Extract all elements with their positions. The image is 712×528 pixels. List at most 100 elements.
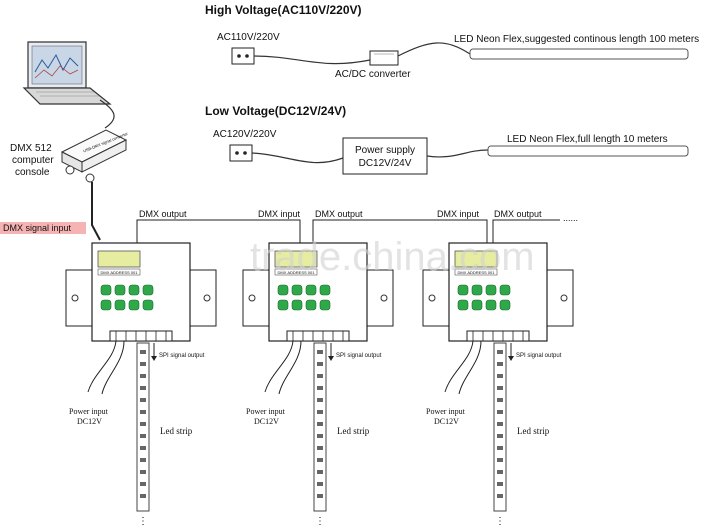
controller-button [457, 299, 469, 311]
controller-button [114, 299, 126, 311]
controller-flange-left [422, 269, 450, 327]
led-chip [140, 422, 146, 426]
controller-button [485, 284, 497, 296]
controller-button [319, 299, 331, 311]
console-label-line2: computer [12, 155, 54, 166]
controller-button [277, 299, 289, 311]
led-strip-label: Led strip [160, 426, 193, 436]
controller-button [128, 284, 140, 296]
spi-output-label: SPI signal output [516, 353, 562, 359]
led-chip [317, 470, 323, 474]
led-chip [140, 374, 146, 378]
led-chip [317, 482, 323, 486]
controller-button [471, 299, 483, 311]
led-chip [497, 350, 503, 354]
controller-lcd-text: DMX ADDRESS 001 [458, 270, 496, 275]
led-strip-continuation: ⋮ [495, 516, 505, 527]
console-label-line1: DMX 512 [10, 143, 52, 154]
dmx-signal-input-highlight [0, 222, 86, 234]
spi-output-label: SPI signal output [336, 353, 382, 359]
dmx-input-label-1: DMX input [258, 209, 301, 219]
spi-arrowhead-icon [508, 356, 514, 361]
controller-button [277, 284, 289, 296]
controller-flange-right [189, 269, 217, 327]
terminal-block [466, 330, 530, 342]
spi-output-label: SPI signal output [159, 353, 205, 359]
led-chip [317, 410, 323, 414]
led-chip [140, 470, 146, 474]
led-chip [497, 422, 503, 426]
led-chip [317, 422, 323, 426]
led-chip [497, 362, 503, 366]
power-voltage-label: DC12V [77, 417, 102, 426]
controller-button [291, 299, 303, 311]
dmx-output-ellipsis: ...... [563, 213, 578, 223]
led-chip [497, 458, 503, 462]
dmx-output-label-3: DMX output [494, 209, 542, 219]
dmx-input-label-2: DMX input [437, 209, 480, 219]
ac-plug-low-icon [229, 144, 253, 162]
controller-lcd [454, 250, 498, 268]
neon-flex-high-label: LED Neon Flex,suggested continous length… [454, 34, 699, 45]
controller-button [499, 284, 511, 296]
led-chip [140, 362, 146, 366]
usb-dmx-converter-icon [60, 129, 128, 183]
terminal-block [109, 330, 173, 342]
led-chip [317, 386, 323, 390]
power-input-label: Power input [426, 407, 466, 416]
led-chip [497, 494, 503, 498]
spi-arrowhead-icon [151, 356, 157, 361]
led-chip [317, 374, 323, 378]
power-wire [264, 340, 294, 393]
power-voltage-label: DC12V [434, 417, 459, 426]
led-chip [317, 434, 323, 438]
high-voltage-cable [253, 42, 471, 65]
ac-plug-icon [231, 47, 255, 65]
low-voltage-ac-label: AC120V/220V [213, 129, 277, 140]
led-chip [497, 386, 503, 390]
dmx-output-label-2: DMX output [315, 209, 363, 219]
power-wire [101, 340, 125, 395]
led-chip [140, 494, 146, 498]
controller-lcd-text: DMX ADDRESS 001 [278, 270, 316, 275]
led-chip [497, 398, 503, 402]
led-chip [317, 446, 323, 450]
mount-hole-icon [203, 294, 211, 302]
power-supply-line2: DC12V/24V [359, 158, 412, 169]
led-chip [140, 458, 146, 462]
power-wire [458, 340, 482, 395]
led-chip [317, 398, 323, 402]
high-voltage-ac-label: AC110V/220V [217, 32, 280, 43]
led-chip [140, 350, 146, 354]
controller-button [100, 299, 112, 311]
controller-button [291, 284, 303, 296]
controller-button [499, 299, 511, 311]
controller-button [319, 284, 331, 296]
power-supply-line1: Power supply [355, 145, 415, 156]
led-chip [140, 446, 146, 450]
power-input-label: Power input [69, 407, 109, 416]
controller-lcd-label-box [97, 268, 141, 276]
power-voltage-label: DC12V [254, 417, 279, 426]
laptop-icon [22, 41, 112, 105]
led-strip [313, 342, 327, 512]
controller-button [100, 284, 112, 296]
dmx-signal-input-label: DMX signal input [3, 223, 72, 233]
dmx-connection-lines [136, 219, 560, 243]
high-voltage-title: High Voltage(AC110V/220V) [205, 3, 362, 17]
led-strip-label: Led strip [517, 426, 550, 436]
led-chip [497, 446, 503, 450]
controller-button [114, 284, 126, 296]
neon-flex-tube-high [469, 48, 689, 60]
power-wire [278, 340, 302, 395]
controller-lcd-label-box [274, 268, 318, 276]
led-chip [140, 434, 146, 438]
spi-arrowhead-icon [328, 356, 334, 361]
power-wire [87, 340, 117, 393]
controller-button [305, 284, 317, 296]
controller-lcd-label-box [454, 268, 498, 276]
